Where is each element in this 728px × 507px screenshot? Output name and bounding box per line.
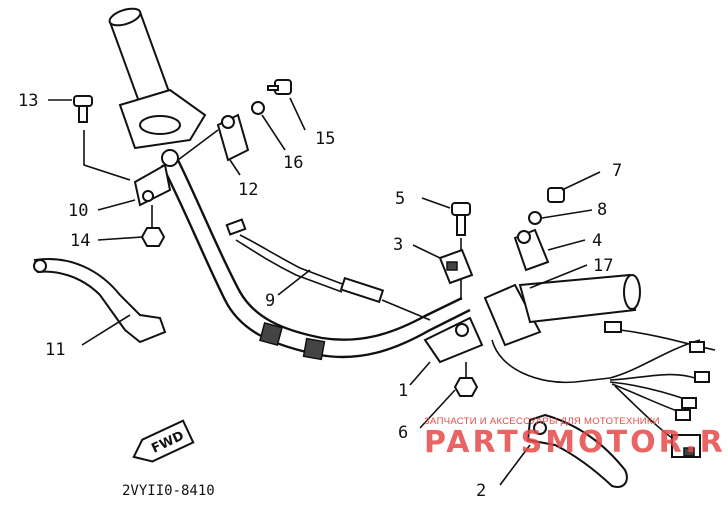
leader-lines xyxy=(48,97,601,486)
part-16-washer xyxy=(251,101,265,115)
callout-1: 1 xyxy=(398,381,408,401)
part-17-throttle-grip xyxy=(483,273,641,384)
part-10-bracket xyxy=(133,163,172,207)
drawing-code: 2VYII0-8410 xyxy=(122,483,215,499)
callout-13: 13 xyxy=(18,91,38,111)
part-9-cable xyxy=(225,218,431,321)
part-5-bolt xyxy=(451,202,471,236)
part-2-brake-lever xyxy=(526,413,628,488)
watermark-caption: ЗАПЧАСТИ И АКСЕССУАРЫ ДЛЯ МОТОТЕХНИКИ xyxy=(424,416,660,427)
callout-9: 9 xyxy=(265,291,275,311)
callout-16: 16 xyxy=(283,153,303,173)
handlebar xyxy=(160,159,471,361)
callout-5: 5 xyxy=(395,189,405,209)
part-4-holder xyxy=(513,228,550,272)
part-12-holder xyxy=(216,113,250,162)
left-grip xyxy=(108,7,207,167)
switch-wires xyxy=(604,321,716,458)
callout-6: 6 xyxy=(398,423,408,443)
part-3-clamp xyxy=(438,248,474,285)
callout-14: 14 xyxy=(70,231,90,251)
callout-15: 15 xyxy=(315,129,335,149)
part-11-clutch-lever xyxy=(33,258,167,344)
callout-11: 11 xyxy=(45,340,65,360)
part-1-bracket xyxy=(423,316,484,364)
part-13-bolt xyxy=(73,95,93,123)
part-8-washer xyxy=(528,211,542,225)
callout-10: 10 xyxy=(68,201,88,221)
callout-3: 3 xyxy=(393,235,403,255)
part-15-screw xyxy=(267,79,292,95)
callout-2: 2 xyxy=(476,481,486,501)
callout-4: 4 xyxy=(592,231,602,251)
callout-numbers: 13 15 16 12 10 14 11 9 5 3 1 6 7 8 4 17 … xyxy=(18,91,622,501)
callout-7: 7 xyxy=(612,161,622,181)
callout-17: 17 xyxy=(593,256,613,276)
part-7-screw xyxy=(547,187,565,203)
callout-8: 8 xyxy=(597,200,607,220)
part-6-nut xyxy=(453,377,479,397)
part-14-nut xyxy=(140,227,166,247)
callout-12: 12 xyxy=(238,180,258,200)
fwd-arrow: FWD xyxy=(132,419,195,463)
watermark-brand: PARTSMOTOR.RU xyxy=(424,425,728,460)
watermark: ЗАПЧАСТИ И АКСЕССУАРЫ ДЛЯ МОТОТЕХНИКИ PA… xyxy=(424,416,728,460)
